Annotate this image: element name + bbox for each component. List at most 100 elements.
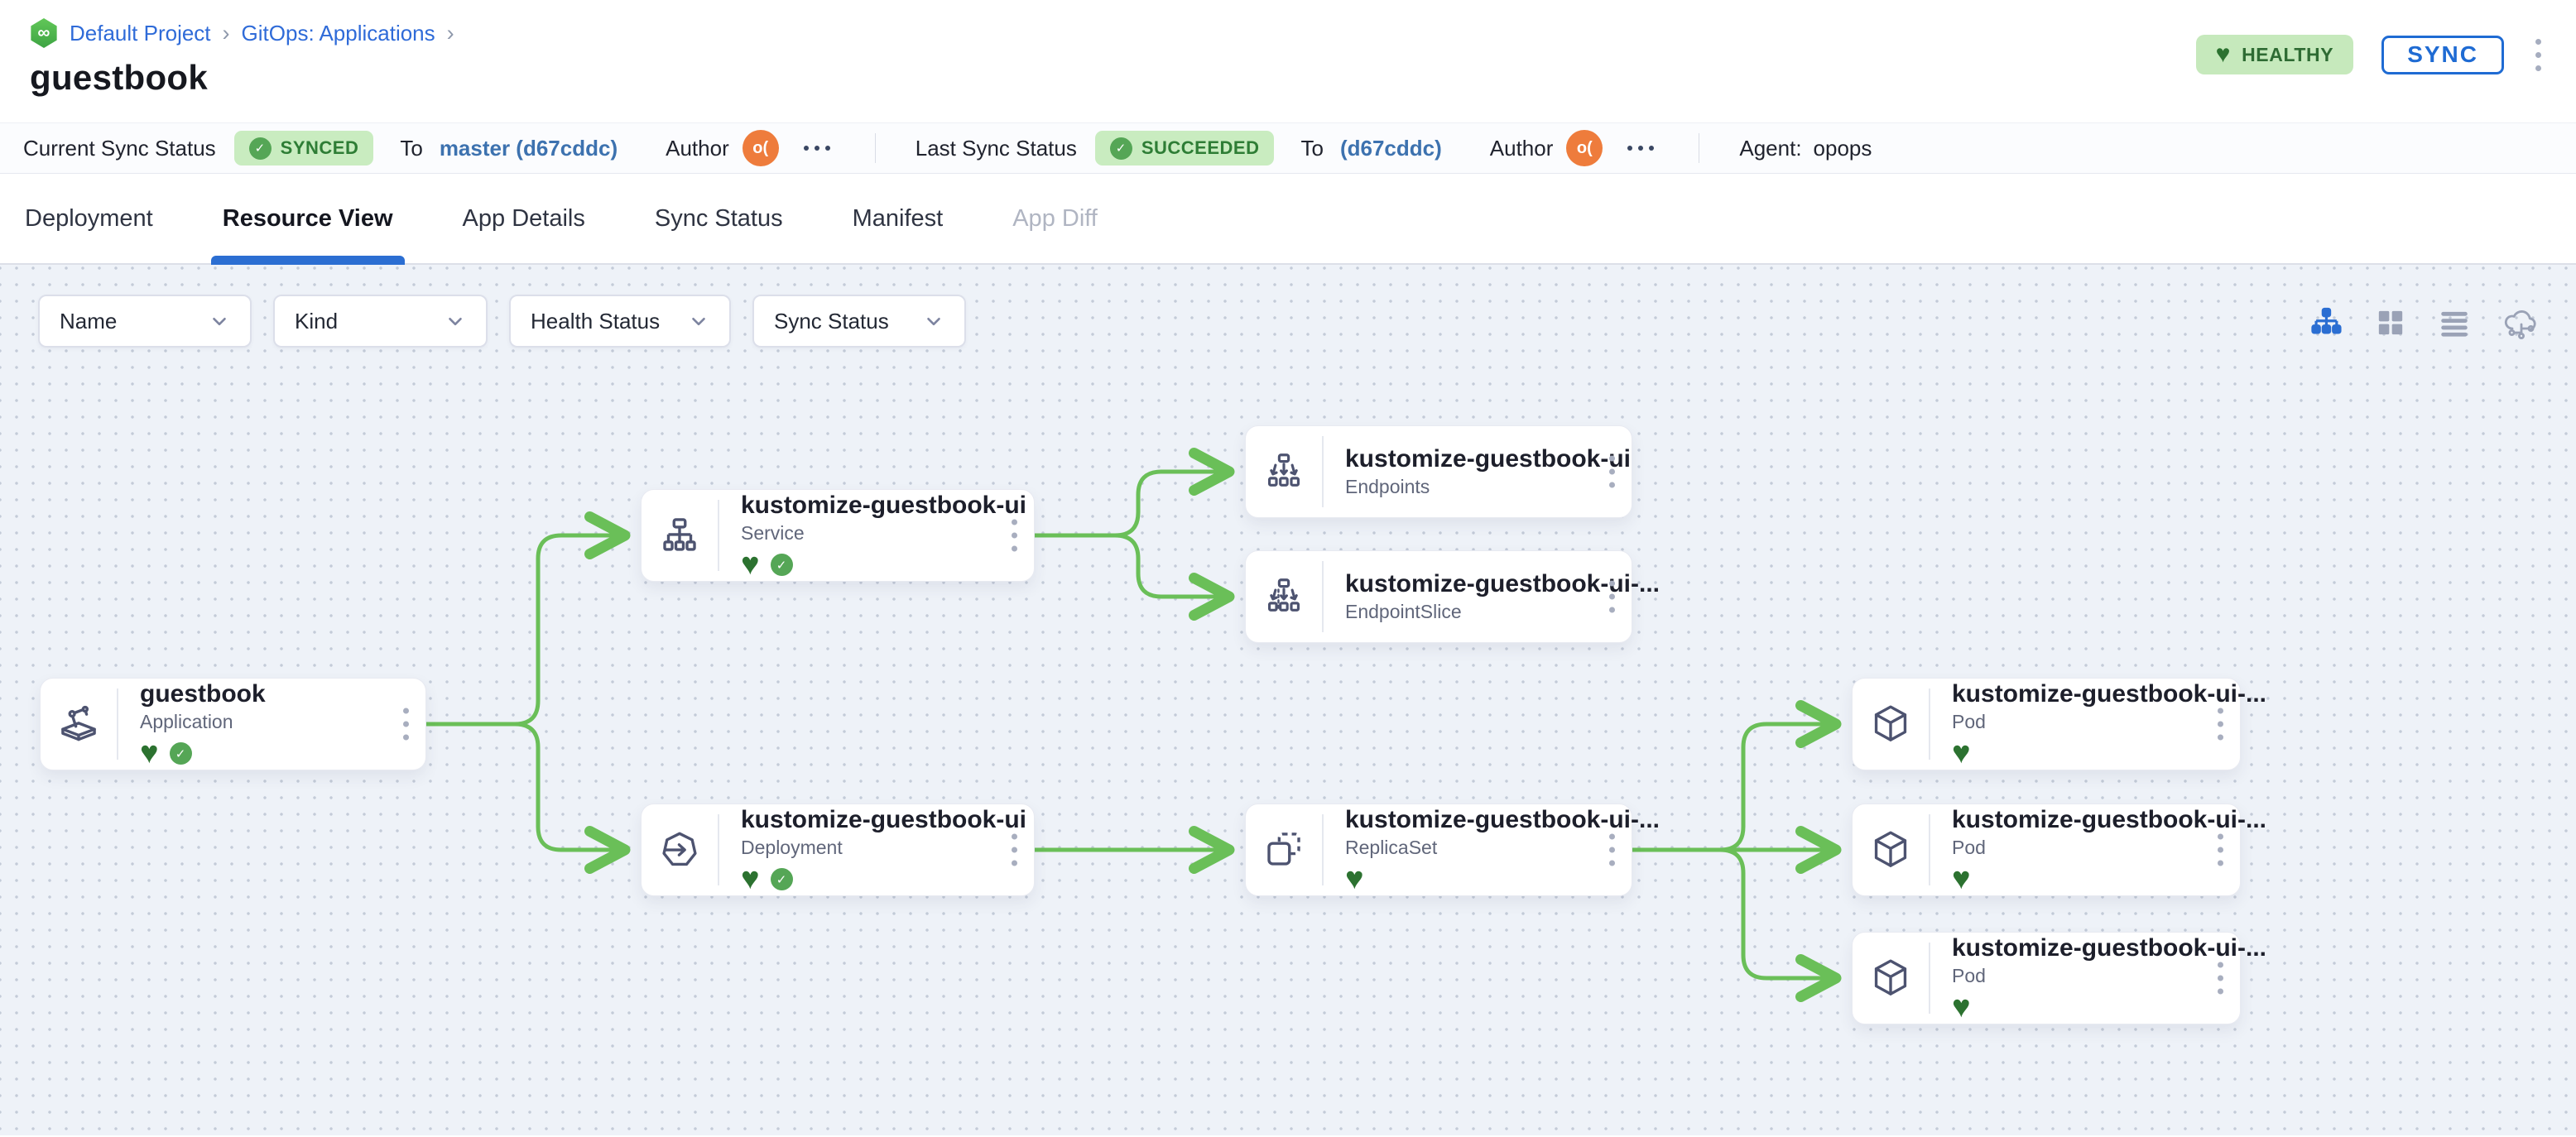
chevron-down-icon	[688, 310, 709, 332]
divider	[1929, 814, 1930, 885]
health-status-filter-dropdown[interactable]: Health Status	[509, 295, 731, 348]
heart-icon: ♥	[2215, 41, 2232, 68]
project-infinity-icon: ∞	[31, 18, 57, 48]
node-menu-button[interactable]	[2214, 831, 2227, 870]
cloud-resources-view-icon[interactable]	[2502, 303, 2541, 343]
resource-tree-canvas[interactable]: Name Kind Health Status Sync Status	[0, 265, 2576, 1135]
sync-status-bar: Current Sync Status ✓ SYNCED To master (…	[0, 122, 2576, 174]
node-menu-button[interactable]	[2214, 959, 2227, 998]
health-status-filter-label: Health Status	[531, 308, 661, 333]
synced-badge-label: SYNCED	[280, 137, 359, 158]
grid-view-icon[interactable]	[2374, 306, 2407, 339]
page-title: guestbook	[30, 58, 209, 97]
node-card-pod[interactable]: kustomize-guestbook-ui-... Pod ♥	[1852, 804, 2267, 896]
tab-app-details[interactable]: App Details	[462, 204, 585, 232]
sync-status-filter-label: Sync Status	[774, 308, 889, 333]
divider	[1322, 436, 1324, 507]
tree-view-icon[interactable]	[2308, 305, 2344, 341]
breadcrumb-separator-icon: ›	[446, 20, 454, 46]
node-title: kustomize-guestbook-ui	[741, 491, 1027, 519]
sync-button[interactable]: SYNC	[2381, 35, 2504, 74]
app-more-menu-button[interactable]	[2532, 36, 2545, 74]
node-title: kustomize-guestbook-ui-...	[1952, 679, 2267, 708]
chevron-down-icon	[923, 310, 944, 332]
node-kind: ReplicaSet	[1345, 836, 1438, 858]
author-avatar: o(	[1566, 130, 1603, 166]
node-menu-button[interactable]	[2214, 705, 2227, 744]
tab-deployment[interactable]: Deployment	[25, 204, 153, 232]
health-heart-icon: ♥	[1952, 990, 1971, 1025]
sync-check-icon: ✓	[770, 868, 793, 890]
tab-bar: Deployment Resource View App Details Syn…	[0, 174, 2576, 265]
divider	[718, 814, 719, 885]
sync-check-icon: ✓	[169, 742, 192, 765]
health-heart-icon: ♥	[1345, 861, 1364, 897]
divider	[874, 133, 876, 163]
check-circle-icon: ✓	[1109, 137, 1132, 160]
node-menu-button[interactable]	[1008, 831, 1021, 870]
endpoints-icon	[1246, 426, 1322, 517]
tab-resource-view[interactable]: Resource View	[210, 174, 405, 265]
node-kind: Endpoints	[1345, 476, 1430, 497]
divider	[1929, 688, 1930, 760]
list-view-icon[interactable]	[2437, 305, 2472, 340]
node-kind: Service	[741, 521, 805, 544]
tab-app-diff: App Diff	[1012, 204, 1098, 232]
node-card-application[interactable]: guestbook Application ♥ ✓	[40, 678, 426, 770]
breadcrumb-separator-icon: ›	[222, 20, 230, 46]
node-card-pod[interactable]: kustomize-guestbook-ui-... Pod ♥	[1852, 678, 2267, 771]
author-avatar: o(	[742, 130, 779, 166]
health-status-badge: ♥ HEALTHY	[2195, 35, 2354, 74]
node-title: kustomize-guestbook-ui-...	[1952, 805, 2267, 833]
divider	[718, 500, 719, 571]
application-icon	[41, 679, 117, 770]
node-title: kustomize-guestbook-ui	[741, 805, 1027, 833]
divider	[1322, 561, 1324, 632]
node-menu-button[interactable]	[1606, 578, 1618, 616]
check-circle-icon: ✓	[248, 137, 272, 160]
node-menu-button[interactable]	[1008, 516, 1021, 555]
breadcrumb-project-link[interactable]: Default Project	[70, 20, 211, 46]
service-icon	[642, 490, 718, 581]
node-card-endpointslice[interactable]: kustomize-guestbook-ui-... EndpointSlice	[1245, 550, 1660, 643]
node-kind: Pod	[1952, 964, 1986, 986]
breadcrumb: ∞ Default Project › GitOps: Applications…	[30, 0, 2546, 48]
node-title: kustomize-guestbook-ui-...	[1345, 570, 1660, 597]
page-header: ∞ Default Project › GitOps: Applications…	[0, 0, 2576, 122]
kind-filter-dropdown[interactable]: Kind	[273, 295, 488, 348]
name-filter-dropdown[interactable]: Name	[38, 295, 252, 348]
node-menu-button[interactable]	[1606, 831, 1618, 870]
commit-more-button[interactable]	[799, 141, 835, 156]
chevron-down-icon	[209, 310, 230, 332]
sync-status-filter-dropdown[interactable]: Sync Status	[752, 295, 966, 348]
node-menu-button[interactable]	[400, 705, 412, 744]
node-card-pod[interactable]: kustomize-guestbook-ui-... Pod ♥	[1852, 932, 2267, 1025]
author-label: Author	[1489, 135, 1554, 161]
node-card-deployment[interactable]: kustomize-guestbook-ui Deployment ♥ ✓	[641, 804, 1035, 896]
replicaset-icon	[1246, 804, 1322, 895]
last-revision-link[interactable]: (d67cddc)	[1339, 135, 1442, 161]
health-heart-icon: ♥	[1952, 736, 1971, 771]
succeeded-badge: ✓ SUCCEEDED	[1094, 131, 1275, 166]
current-revision-link[interactable]: master (d67cddc)	[439, 135, 618, 161]
node-card-endpoints[interactable]: kustomize-guestbook-ui Endpoints	[1245, 425, 1632, 518]
node-title: kustomize-guestbook-ui-...	[1952, 933, 2267, 962]
node-kind: Pod	[1952, 836, 1986, 858]
health-heart-icon: ♥	[140, 736, 159, 771]
node-menu-button[interactable]	[1606, 453, 1618, 492]
sync-check-icon: ✓	[770, 554, 793, 576]
node-card-replicaset[interactable]: kustomize-guestbook-ui-... ReplicaSet ♥	[1245, 804, 1660, 897]
commit-more-button[interactable]	[1622, 141, 1659, 156]
author-label: Author	[666, 135, 729, 161]
node-title: kustomize-guestbook-ui-...	[1345, 805, 1660, 833]
node-card-service[interactable]: kustomize-guestbook-ui Service ♥ ✓	[641, 489, 1035, 582]
last-sync-status-label: Last Sync Status	[915, 135, 1077, 161]
node-title: kustomize-guestbook-ui	[1345, 445, 1632, 473]
resource-tree-connectors	[424, 448, 1842, 1002]
agent-value: opops	[1813, 135, 1872, 161]
deployment-icon	[642, 804, 718, 895]
tab-sync-status[interactable]: Sync Status	[654, 204, 783, 232]
breadcrumb-gitops-applications-link[interactable]: GitOps: Applications	[241, 20, 435, 46]
health-heart-icon: ♥	[741, 861, 760, 897]
tab-manifest[interactable]: Manifest	[852, 204, 944, 232]
